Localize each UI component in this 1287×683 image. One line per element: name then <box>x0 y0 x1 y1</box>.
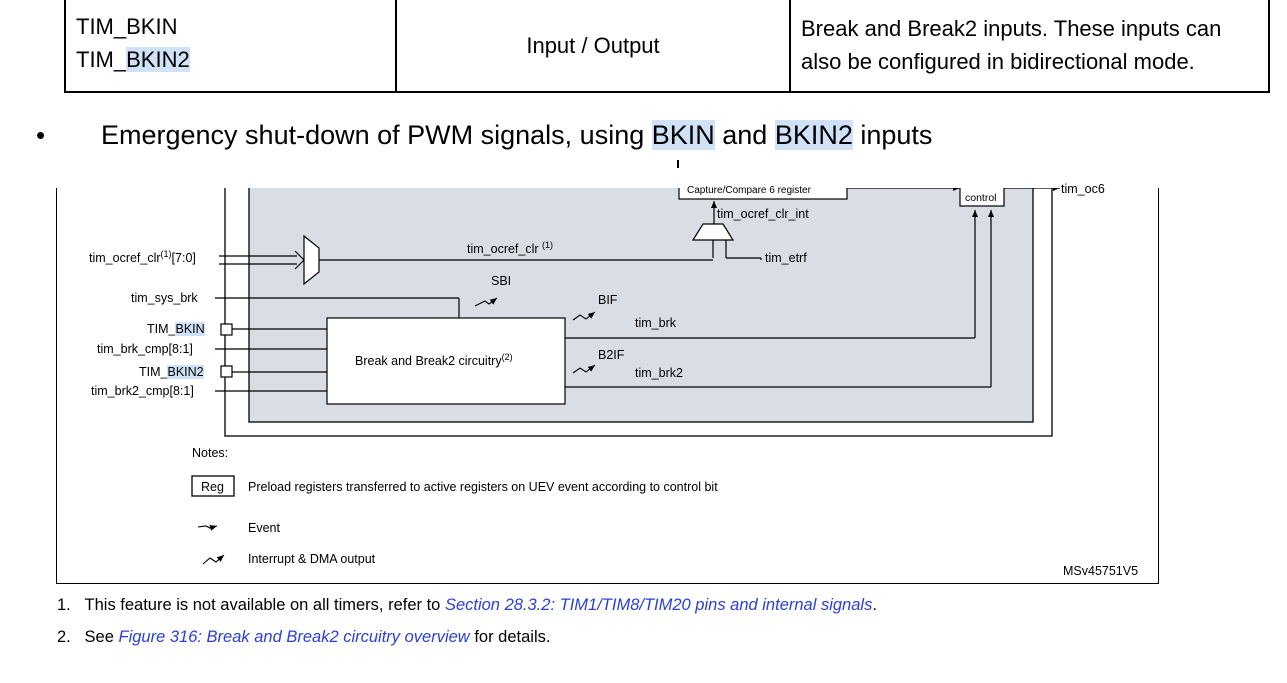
pin-bkin <box>220 323 233 336</box>
signal-table: TIM_BKIN TIM_BKIN2 Input / Output Break … <box>64 0 1270 93</box>
ocref-clr-input-label: tim_ocref_clr(1)[7:0] <box>89 248 196 265</box>
ocref-clr-int-label: tim_ocref_clr_int <box>717 207 809 221</box>
bkin-input-label: TIM_BKIN <box>147 322 205 336</box>
bullet-symbol: • <box>36 120 46 150</box>
bkin2-input-label: TIM_BKIN2 <box>139 365 204 379</box>
control-label: control <box>965 192 997 204</box>
footnote-2: 2. See Figure 316: Break and Break2 circ… <box>57 628 551 646</box>
break-circuitry-label: Break and Break2 circuitry(2) <box>355 351 513 368</box>
event-legend-icon <box>197 525 218 531</box>
b2if-interrupt-icon <box>572 364 596 374</box>
break-circuitry-box <box>326 317 566 405</box>
event-legend-text: Event <box>248 521 280 535</box>
signal-description-line-2: also be configured in bidirectional mode… <box>801 49 1195 74</box>
control-box <box>959 188 1005 207</box>
brk2-cmp-label: tim_brk2_cmp[8:1] <box>91 384 194 398</box>
ocref-clr-wire-label: tim_ocref_clr (1) <box>467 239 554 256</box>
etrf-label: tim_etrf <box>765 251 807 265</box>
footnote-1: 1. This feature is not available on all … <box>57 596 877 614</box>
diagram-graphics <box>191 188 1060 565</box>
figure-reference: MSv45751V5 <box>1063 564 1139 578</box>
cc6-register-label: Capture/Compare 6 register <box>687 185 811 196</box>
cut-mark <box>677 160 679 168</box>
notes-title: Notes: <box>192 446 229 460</box>
bullet-text: Emergency shut-down of PWM signals, usin… <box>101 120 933 150</box>
bif-interrupt-icon <box>572 311 596 321</box>
signal-name-bkin2: TIM_BKIN2 <box>76 47 190 72</box>
b2if-label: B2IF <box>598 348 625 362</box>
signal-direction-cell: Input / Output <box>397 0 791 91</box>
footnote-1-link[interactable]: Section 28.3.2: TIM1/TIM8/TIM20 pins and… <box>444 596 873 614</box>
sys-brk-label: tim_sys_brk <box>131 291 198 305</box>
sbi-label: SBI <box>491 274 512 288</box>
signal-description-cell: Break and Break2 inputs. These inputs ca… <box>791 0 1268 91</box>
output-label: tim_oc6 <box>1061 182 1105 196</box>
footnote-2-link[interactable]: Figure 316: Break and Break2 circuitry o… <box>118 628 470 646</box>
signal-name-cell: TIM_BKIN TIM_BKIN2 <box>66 0 397 91</box>
block-diagram: Capture/Compare 6 register control tim_o… <box>56 182 1159 584</box>
brk-cmp-label: tim_brk_cmp[8:1] <box>97 342 193 356</box>
signal-direction: Input / Output <box>526 32 660 58</box>
cc6-register-box <box>678 188 848 200</box>
reg-legend-text: Preload registers transferred to active … <box>248 480 718 494</box>
bif-label: BIF <box>598 293 618 307</box>
pin-bkin2 <box>220 365 233 378</box>
reg-legend-box <box>191 475 235 497</box>
signal-name-bkin: TIM_BKIN <box>76 14 178 39</box>
sbi-event-icon <box>474 297 498 307</box>
signal-description-line-1: Break and Break2 inputs. These inputs ca… <box>801 16 1222 41</box>
interrupt-legend-icon <box>202 554 225 565</box>
brk-label: tim_brk <box>635 316 676 330</box>
brk2-label: tim_brk2 <box>635 366 683 380</box>
interrupt-legend-text: Interrupt & DMA output <box>248 552 376 566</box>
reg-legend-label: Reg <box>201 480 224 494</box>
